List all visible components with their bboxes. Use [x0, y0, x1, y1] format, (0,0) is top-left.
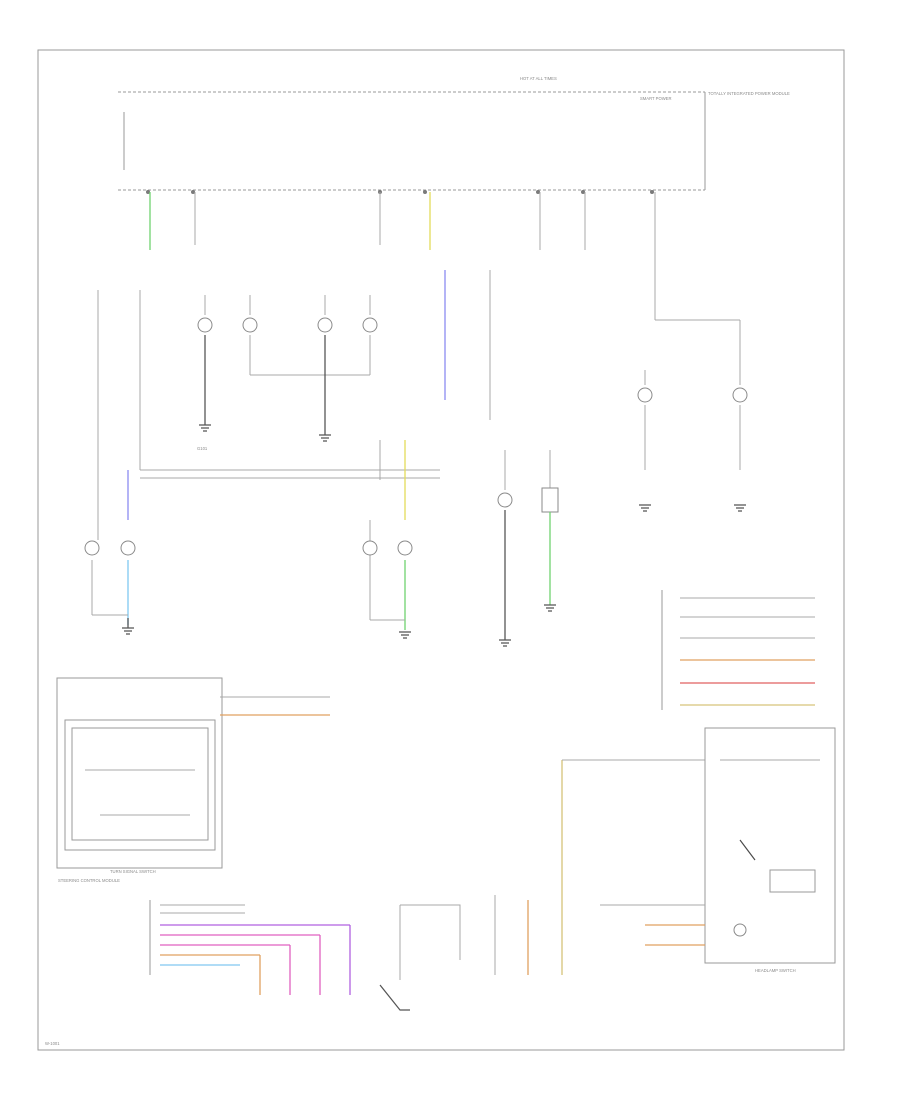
smart-power-label: SMART POWER: [640, 96, 672, 101]
lamp-icon: [733, 923, 747, 937]
ground-icon: [734, 504, 746, 512]
connector-icon: [146, 190, 150, 194]
bottom-left-wires: W-1001: [45, 900, 351, 1046]
lamp-icon: [317, 317, 333, 333]
ground-icon: [639, 504, 651, 512]
top-fuse-label: HOT AT ALL TIMES: [520, 76, 557, 81]
headlamp-switch-label: HEADLAMP SWITCH: [755, 968, 796, 973]
connector-icon: [581, 190, 585, 194]
tipm-label: TOTALLY INTEGRATED POWER MODULE: [708, 91, 790, 96]
license-lamps: [497, 450, 559, 647]
connector-icon: [536, 190, 540, 194]
turn-signal-switch: TURN SIGNAL SWITCH STEERING CONTROL MODU…: [56, 677, 330, 883]
module-output-wires: [149, 192, 656, 250]
power-module: HOT AT ALL TIMES SMART POWER TOTALLY INT…: [118, 76, 790, 194]
bottom-switch-group: [379, 759, 705, 1011]
ground-icon: [122, 627, 134, 635]
ground-icon: [199, 424, 211, 432]
connector-icon: [191, 190, 195, 194]
lamp-icon: [362, 317, 378, 333]
lamp-icon: [362, 540, 378, 556]
turn-signal-switch-label: TURN SIGNAL SWITCH: [110, 869, 156, 874]
headlamp-switch: HEADLAMP SWITCH: [600, 727, 836, 973]
lamp-icon: [242, 317, 258, 333]
switch-icon: [379, 984, 410, 1011]
ground-label: G101: [197, 446, 208, 451]
corner-note: W-1001: [45, 1041, 60, 1046]
connector-icon: [650, 190, 654, 194]
right-connector-block: [661, 590, 815, 710]
middle-lower-lamps: [362, 440, 413, 639]
upper-middle-lamps: [197, 295, 378, 442]
lamp-icon: [397, 540, 413, 556]
ground-icon: [544, 604, 556, 612]
lamp-icon: [197, 317, 213, 333]
right-branch: [637, 235, 748, 512]
ground-icon: [399, 631, 411, 639]
lamp-icon: [84, 540, 100, 556]
ground-icon: [319, 434, 331, 442]
steering-control-module-label: STEERING CONTROL MODULE: [58, 878, 120, 883]
connector-icon: [423, 190, 427, 194]
left-branch: [84, 290, 141, 635]
lamp-icon: [637, 387, 653, 403]
lamp-icon: [120, 540, 136, 556]
ground-icon: [499, 639, 511, 647]
lamp-icon: [541, 487, 559, 513]
lamp-icon: [732, 387, 748, 403]
lamp-icon: [497, 492, 513, 508]
diagram-frame: [37, 49, 845, 1051]
